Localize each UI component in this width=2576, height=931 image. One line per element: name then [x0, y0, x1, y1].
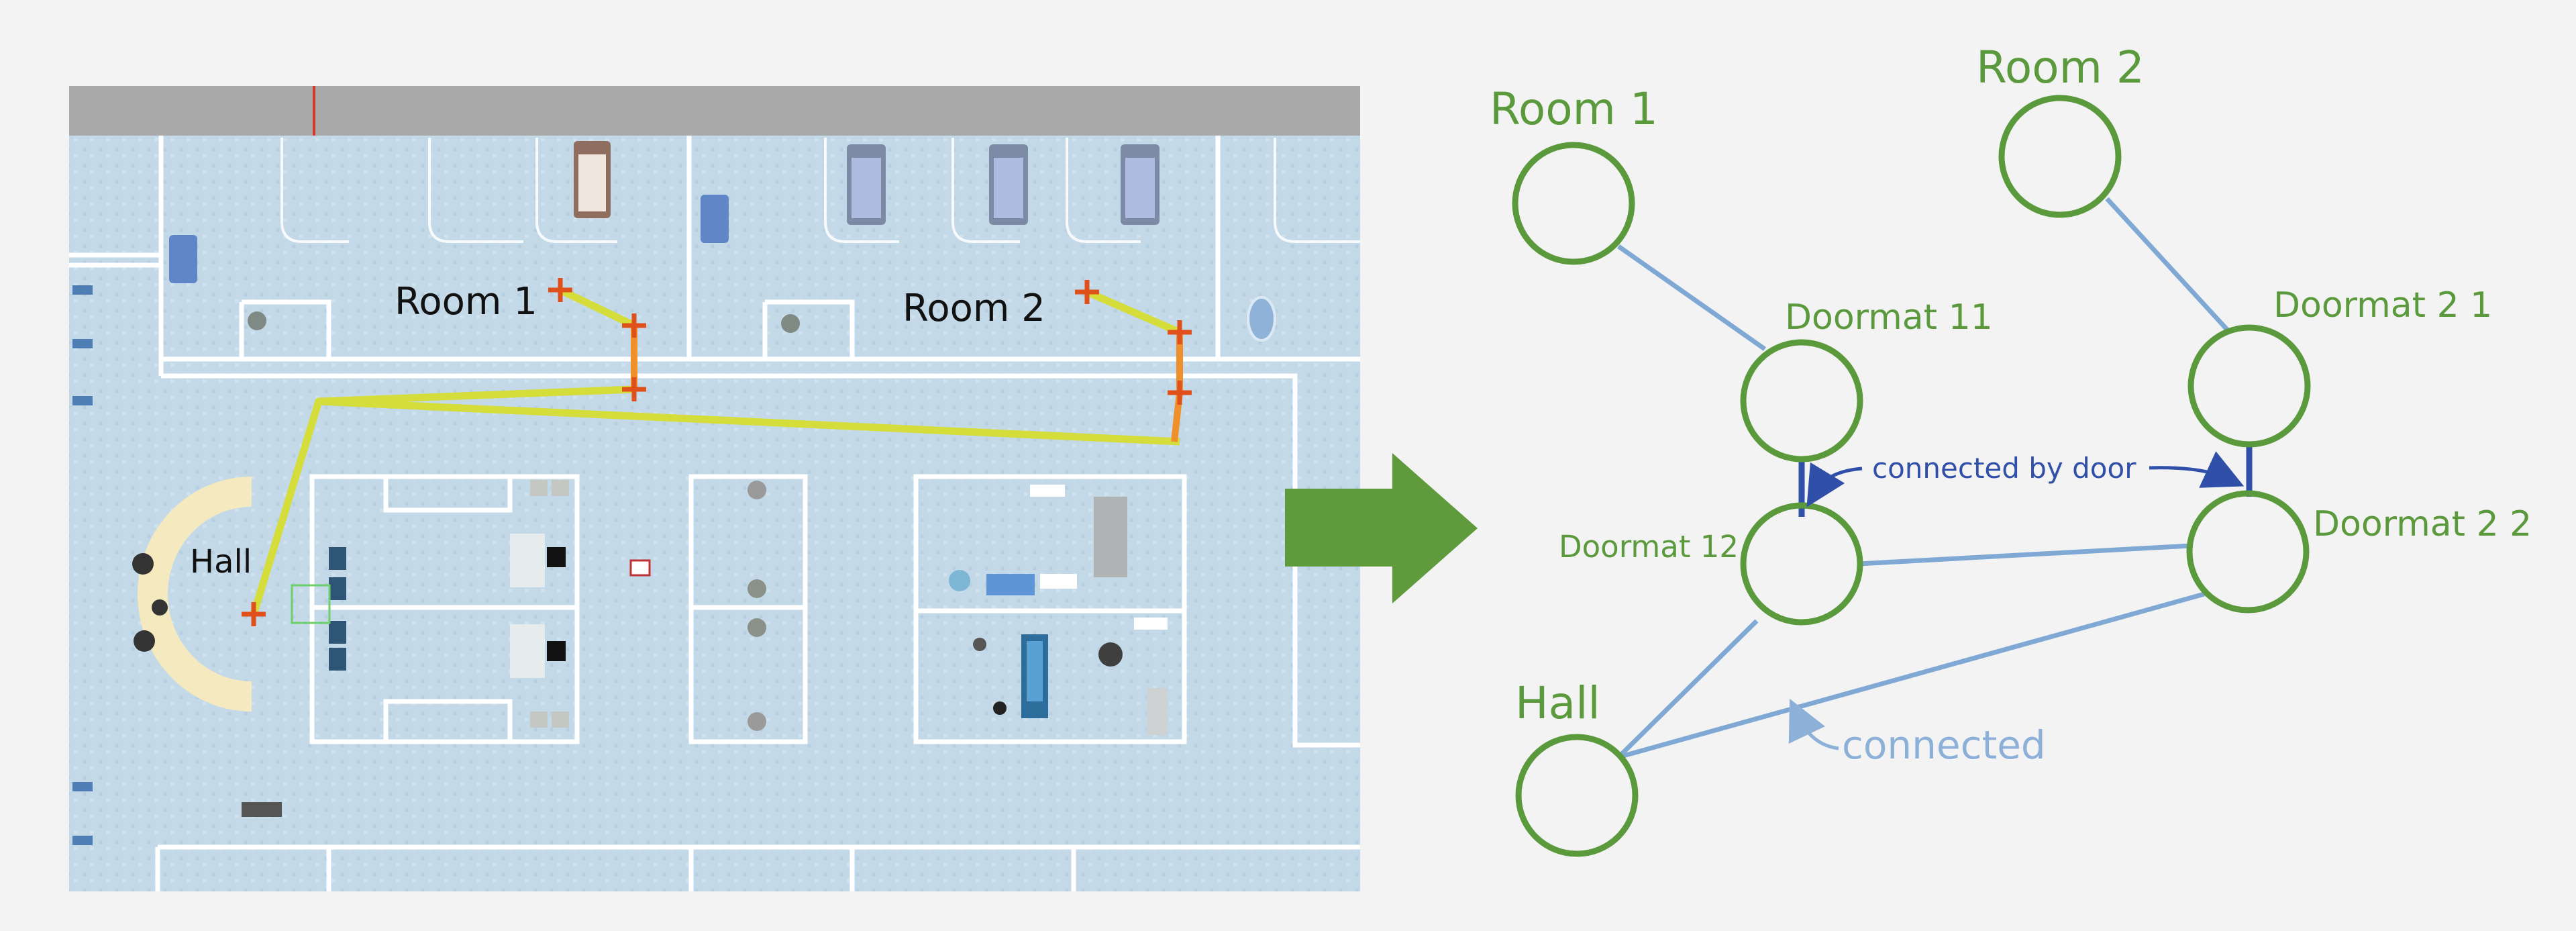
node-doormat21-label: Doormat 2 1 — [2273, 285, 2492, 326]
floorplan-room2-label: Room 2 — [903, 287, 1045, 330]
edge-room2-doormat21 — [2105, 197, 2230, 332]
node-room2-label: Room 2 — [1976, 42, 2145, 93]
waypoint-marker — [1168, 320, 1192, 344]
waypoint-marker — [548, 278, 572, 302]
edge-doormat12-doormat22 — [1858, 543, 2192, 567]
transform-arrow — [1285, 453, 1478, 603]
waypoint-marker — [1168, 381, 1192, 405]
connected-annotation-arrow — [1788, 698, 1839, 750]
node-room2 — [1998, 95, 2122, 218]
waypoint-marker — [622, 377, 646, 401]
node-hall-label: Hall — [1515, 677, 1600, 729]
floor-plan: Room 1 Room 2 Hall — [69, 86, 1360, 891]
floor-area — [69, 136, 1360, 891]
node-hall — [1515, 734, 1639, 857]
edge-room1-doormat11 — [1616, 244, 1767, 351]
chair-icon — [169, 235, 197, 283]
node-room1-label: Room 1 — [1490, 83, 1658, 135]
waypoint-marker — [1075, 280, 1099, 304]
reception-desk — [138, 477, 252, 712]
node-doormat22-label: Doormat 2 2 — [2313, 504, 2532, 544]
node-doormat12 — [1740, 502, 1863, 626]
node-doormat11 — [1740, 339, 1863, 462]
edge-doormat12-hall — [1616, 619, 1759, 759]
edge-hall-doormat22 — [1618, 591, 2205, 760]
floorplan-room1-label: Room 1 — [395, 280, 537, 324]
furniture — [72, 141, 1276, 845]
floorplan-hall-label: Hall — [190, 543, 252, 581]
door-annotation-label: connected by door — [1872, 452, 2136, 485]
waypoint-marker — [242, 602, 266, 626]
door-annotation-arrow-right — [2149, 451, 2245, 488]
node-doormat11-label: Doormat 11 — [1785, 297, 1993, 338]
topology-graph: Room 1 Room 2 Doormat 11 Doormat 2 1 Doo… — [1490, 42, 2532, 857]
door-annotation-arrow-left — [1806, 462, 1863, 507]
node-doormat12-label: Doormat 12 — [1559, 529, 1739, 565]
timeline-marker — [313, 86, 315, 136]
node-doormat22 — [2186, 490, 2310, 614]
node-room1 — [1512, 142, 1635, 265]
robot-path — [242, 278, 1192, 626]
connected-annotation-label: connected — [1842, 722, 2046, 768]
chair-icon — [701, 195, 729, 243]
waypoint-marker — [622, 313, 646, 338]
floor-plan-top-bar — [69, 86, 1360, 136]
sink-icon — [1247, 296, 1276, 342]
node-doormat21 — [2187, 324, 2311, 448]
